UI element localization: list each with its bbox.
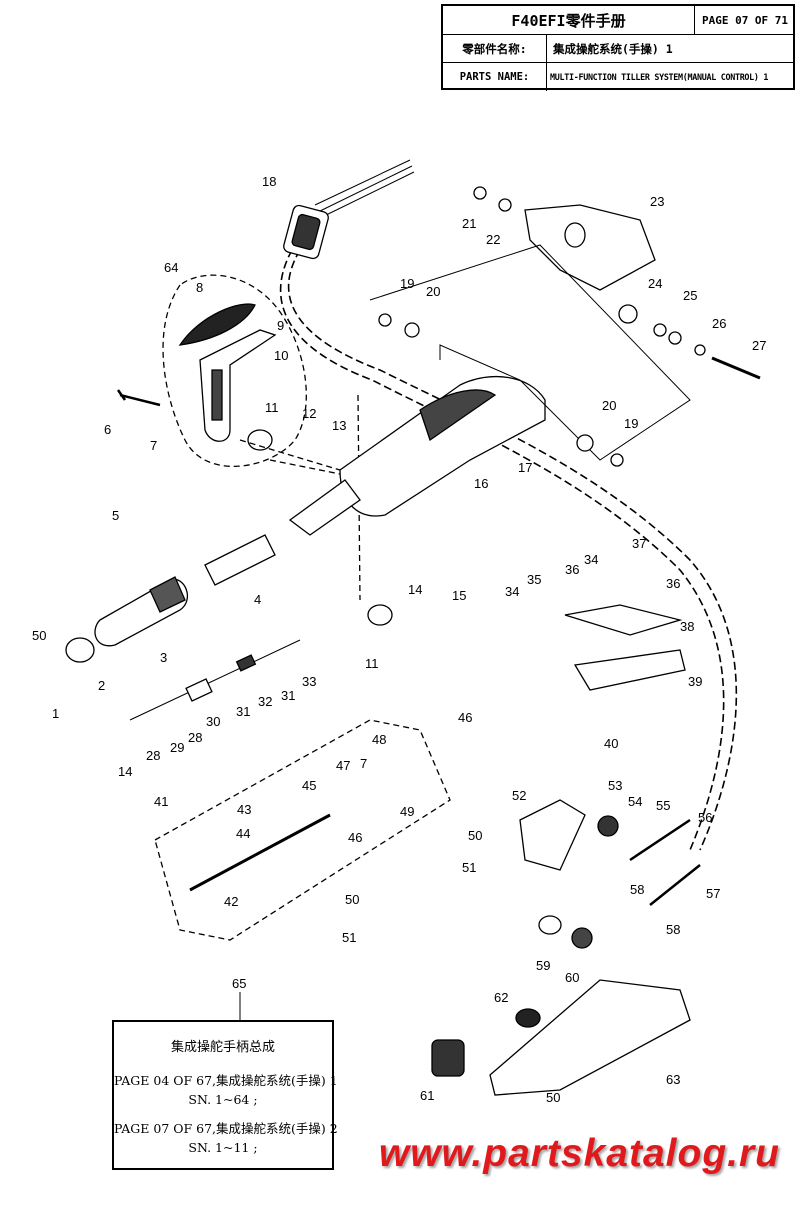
callout-label: 46 — [458, 710, 472, 725]
callout-label: 42 — [224, 894, 238, 909]
callout-label: 54 — [628, 794, 642, 809]
callout-label: 21 — [462, 216, 476, 231]
callout-label: 35 — [527, 572, 541, 587]
callout-label: 29 — [170, 740, 184, 755]
assembly-reference-box: 集成操舵手柄总成 PAGE 04 OF 67,集成操舵系统(手操) 1 SN. … — [112, 1020, 338, 1170]
callout-label: 31 — [281, 688, 295, 703]
callout-label: 7 — [360, 756, 367, 771]
diagram-drawing — [65, 159, 761, 1096]
callout-label: 61 — [420, 1088, 434, 1103]
callout-label: 36 — [666, 576, 680, 591]
callout-label: 11 — [365, 656, 379, 671]
callout-label: 30 — [206, 714, 220, 729]
callout-label: 20 — [426, 284, 440, 299]
callout-label: 3 — [160, 650, 167, 665]
callout-label: 44 — [236, 826, 250, 841]
callout-label: 25 — [683, 288, 697, 303]
callout-label: 58 — [666, 922, 680, 937]
watermark-text: www.partskatalog.ru — [378, 1132, 780, 1175]
manual-title: F40EFI零件手册 — [443, 6, 695, 34]
page-number: PAGE 07 OF 71 — [701, 13, 789, 27]
callout-label: 14 — [118, 764, 132, 779]
callout-label: 22 — [486, 232, 500, 247]
callout-label: 19 — [624, 416, 638, 431]
callout-label: 65 — [232, 976, 246, 991]
callout-labels: 1 2 3 4 5 6 7 8 9 10 11 11 12 13 14 14 1… — [32, 174, 766, 1105]
callout-label: 34 — [584, 552, 598, 567]
callout-label: 2 — [98, 678, 105, 693]
callout-label: 5 — [112, 508, 119, 523]
callout-label: 41 — [154, 794, 168, 809]
callout-label: 45 — [302, 778, 316, 793]
callout-label: 18 — [262, 174, 276, 189]
callout-label: 11 — [265, 400, 279, 415]
callout-label: 36 — [565, 562, 579, 577]
callout-label: 31 — [236, 704, 250, 719]
summary-line: SN. 1~64 ; — [188, 1092, 258, 1107]
callout-label: 24 — [648, 276, 662, 291]
callout-label: 63 — [666, 1072, 680, 1087]
callout-label: 16 — [474, 476, 488, 491]
callout-label: 39 — [688, 674, 702, 689]
callout-label: 33 — [302, 674, 316, 689]
callout-label: 57 — [706, 886, 720, 901]
callout-label: 27 — [752, 338, 766, 353]
parts-name-label-en: PARTS NAME: — [443, 63, 547, 91]
summary-line: SN. 1~11 ; — [188, 1140, 258, 1155]
callout-label: 10 — [274, 348, 288, 363]
summary-line: PAGE 04 OF 67,集成操舵系统(手操) 1 — [114, 1073, 338, 1088]
callout-label: 28 — [188, 730, 202, 745]
callout-label: 14 — [408, 582, 422, 597]
callout-label: 7 — [150, 438, 157, 453]
callout-label: 6 — [104, 422, 111, 437]
title-block: F40EFI零件手册 PAGE 07 OF 71 零部件名称: 集成操舵系统(手… — [441, 4, 795, 91]
parts-name-value-en: MULTI-FUNCTION TILLER SYSTEM(MANUAL CONT… — [550, 72, 769, 82]
callout-label: 17 — [518, 460, 532, 475]
callout-label: 60 — [565, 970, 579, 985]
callout-label: 20 — [602, 398, 616, 413]
callout-label: 48 — [372, 732, 386, 747]
summary-title: 集成操舵手柄总成 — [170, 1040, 275, 1055]
callout-label: 8 — [196, 280, 203, 295]
callout-label: 38 — [680, 619, 694, 634]
callout-label: 19 — [400, 276, 414, 291]
callout-label: 53 — [608, 778, 622, 793]
callout-label: 50 — [546, 1090, 560, 1105]
callout-label: 50 — [32, 628, 46, 643]
callout-label: 13 — [332, 418, 346, 433]
parts-name-value-cn: 集成操舵系统(手操) 1 — [553, 42, 673, 56]
callout-label: 58 — [630, 882, 644, 897]
callout-label: 62 — [494, 990, 508, 1005]
callout-label: 51 — [462, 860, 476, 875]
callout-label: 37 — [632, 536, 646, 551]
callout-label: 4 — [254, 592, 261, 607]
callout-label: 1 — [52, 706, 59, 721]
callout-label: 32 — [258, 694, 272, 709]
callout-label: 52 — [512, 788, 526, 803]
callout-label: 28 — [146, 748, 160, 763]
callout-label: 12 — [302, 406, 316, 421]
callout-label: 49 — [400, 804, 414, 819]
callout-label: 56 — [698, 810, 712, 825]
summary-line: PAGE 07 OF 67,集成操舵系统(手操) 2 — [114, 1121, 338, 1136]
parts-name-label-cn: 零部件名称: — [443, 35, 547, 63]
callout-label: 59 — [536, 958, 550, 973]
callout-label: 50 — [468, 828, 482, 843]
callout-label: 47 — [336, 758, 350, 773]
callout-label: 34 — [505, 584, 519, 599]
callout-label: 55 — [656, 798, 670, 813]
callout-label: 43 — [237, 802, 251, 817]
callout-label: 50 — [345, 892, 359, 907]
callout-label: 15 — [452, 588, 466, 603]
callout-label: 40 — [604, 736, 618, 751]
callout-label: 51 — [342, 930, 356, 945]
callout-label: 26 — [712, 316, 726, 331]
callout-label: 46 — [348, 830, 362, 845]
callout-label: 23 — [650, 194, 664, 209]
callout-label: 64 — [164, 260, 178, 275]
callout-label: 9 — [277, 318, 284, 333]
